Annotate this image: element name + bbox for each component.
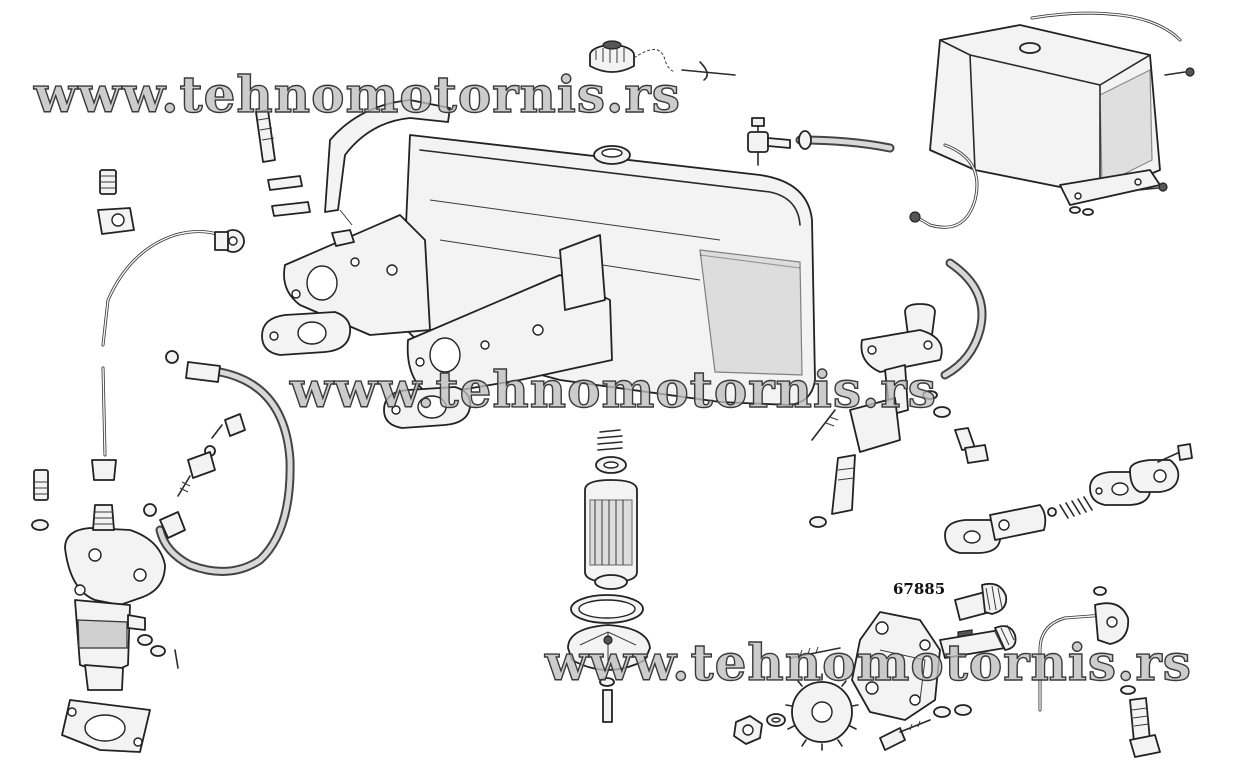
main-fuel-tank xyxy=(283,99,816,406)
valve-body xyxy=(989,504,1047,541)
oil-pipe-washers xyxy=(1093,586,1136,695)
left-mounting-bracket xyxy=(283,214,431,336)
banjo-bolt-lower xyxy=(177,451,216,497)
valve-flange-gasket-left xyxy=(944,519,1002,554)
filter-base-bolt xyxy=(599,677,615,723)
injector-hex-bolt xyxy=(954,427,989,464)
injector-body xyxy=(849,303,943,453)
oil-suction-pipe xyxy=(1038,602,1130,712)
watermark-url-top: www.tehnomotornis.rs xyxy=(33,65,681,124)
pump-flange-gasket xyxy=(61,699,151,753)
watermark-url-bottom: www.tehnomotornis.rs xyxy=(544,633,1192,692)
right-mounting-bracket xyxy=(406,234,613,396)
return-hose xyxy=(155,350,295,576)
nut-small-tank xyxy=(331,229,355,247)
oil-pump-housing xyxy=(851,611,941,721)
pump-shaft xyxy=(939,624,1017,659)
fuel-tap xyxy=(747,117,791,166)
aux-tank-vent-pipe xyxy=(1030,11,1182,42)
pump-washers-bottom xyxy=(933,704,972,718)
part-number-label: 67885 xyxy=(893,580,946,598)
filter-bowl-base xyxy=(567,624,651,671)
pump-screw-left xyxy=(31,469,49,531)
hose-end-fitting xyxy=(143,503,186,539)
filter-seal-bottom xyxy=(594,574,628,590)
gear-nut xyxy=(733,715,763,745)
auxiliary-fuel-tank xyxy=(929,24,1161,206)
valve-body-2 xyxy=(1129,459,1180,493)
pipe-clip xyxy=(97,207,135,235)
pump-washers-right xyxy=(137,634,179,669)
bracket-gasket-left xyxy=(261,311,352,356)
watermark-url-middle: www.tehnomotornis.rs xyxy=(289,360,937,419)
tank-strap xyxy=(324,99,451,226)
injection-fuel-pipe xyxy=(101,229,245,347)
tank-filler-neck xyxy=(593,145,631,165)
aux-tank-fuel-line xyxy=(909,143,979,229)
fuel-tap-hose xyxy=(795,130,895,153)
bracket-gasket-right xyxy=(383,386,472,429)
filter-element xyxy=(584,479,638,583)
aux-tank-bolt-upper xyxy=(1164,67,1195,77)
oil-pipe-bolt xyxy=(1129,697,1161,758)
injector-nozzle xyxy=(809,454,856,528)
aux-tank-bolt-lower xyxy=(1069,182,1168,216)
injector-pipe-vertical xyxy=(91,366,117,481)
valve-spring xyxy=(1047,496,1093,519)
filler-cap-chain xyxy=(633,49,736,81)
gear-washer xyxy=(766,713,786,727)
banjo-bolt-upper xyxy=(204,413,246,457)
valve-screw xyxy=(1157,443,1193,463)
stud-bolt-top xyxy=(255,109,276,163)
pump-stud-bolt xyxy=(789,646,841,659)
sleeve-pair xyxy=(267,175,311,217)
filler-cap xyxy=(589,40,635,73)
filter-gasket-ring xyxy=(570,594,644,624)
filter-spring xyxy=(597,429,623,451)
fuel-injection-pump xyxy=(64,504,166,691)
drive-pinion-67885 xyxy=(954,582,1008,621)
leak-off-hose xyxy=(940,258,987,380)
injector-washers xyxy=(922,390,951,418)
injector-stud xyxy=(811,409,839,441)
pump-mount-bolt xyxy=(879,719,931,751)
clamp-bolt-top-left xyxy=(99,169,117,195)
filter-seal-top xyxy=(595,456,627,474)
pump-gear xyxy=(785,673,859,751)
